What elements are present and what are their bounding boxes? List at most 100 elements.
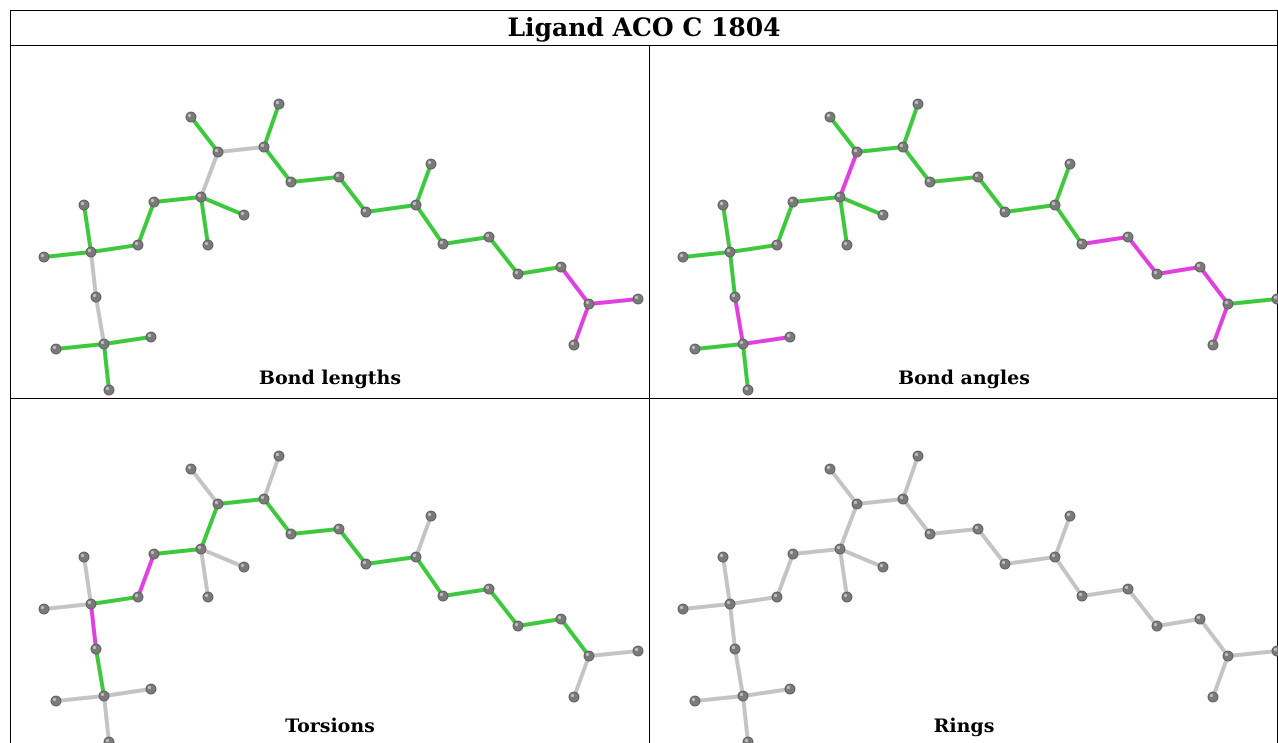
atom-highlight [412,201,417,206]
atom-highlight [1124,233,1129,238]
atom [1049,199,1061,211]
atom-highlight [826,113,831,118]
atom [85,598,97,610]
bond [1155,265,1202,276]
atom-highlight [731,645,736,650]
atom-highlight [150,550,155,555]
bond [199,195,246,217]
bond [364,203,418,214]
bond [262,145,293,184]
bond [199,195,210,247]
atom [912,450,924,462]
atom [212,498,224,510]
bond [262,454,281,501]
atom [1194,261,1206,273]
atom [677,603,689,615]
atom [999,558,1011,570]
atom [1194,613,1206,625]
atom-highlight [853,500,858,505]
bond [189,467,220,506]
atom-highlight [362,560,367,565]
atom-highlight [100,692,105,697]
bond [136,552,156,599]
bond [838,195,885,217]
bond [1198,617,1230,658]
bond [1211,302,1230,347]
bond [82,555,93,606]
bond [1053,514,1072,559]
bond [102,687,153,698]
atom [729,643,741,655]
atom-highlight [439,592,444,597]
atom [90,643,102,655]
atom-highlight [87,600,92,605]
atom-highlight [92,645,97,650]
atom-highlight [134,241,139,246]
atom [897,493,909,505]
atom [834,191,846,203]
atom-highlight [773,241,778,246]
panel-rings: Rings [650,399,1278,743]
bond [1003,555,1057,566]
bond [414,555,445,598]
atom-highlight [240,211,245,216]
bond [516,265,563,276]
atom [78,551,90,563]
bond [728,602,737,651]
bond [838,502,859,551]
bond [838,547,849,599]
atom [632,293,644,305]
atom [410,199,422,211]
bond [855,145,905,154]
atom-highlight [1273,295,1278,300]
atom-highlight [197,545,202,550]
bond [42,602,93,611]
bond [102,694,111,743]
atom-highlight [260,143,265,148]
atom-highlight [1001,208,1006,213]
atom [841,591,853,603]
atom [583,650,595,662]
atom [877,209,889,221]
atom [50,343,62,355]
atom-highlight [485,233,490,238]
atom-highlight [335,173,340,178]
bond [1226,649,1278,658]
atom [717,551,729,563]
atom [98,690,110,702]
bond [189,115,220,154]
atom [771,591,783,603]
atom [717,199,729,211]
atom-highlight [899,143,904,148]
bond [728,595,779,606]
atom-highlight [52,345,57,350]
atom-highlight [514,622,519,627]
atom [258,141,270,153]
bond [89,243,140,254]
atom [132,239,144,251]
bond [54,694,106,703]
atom-highlight [744,386,749,391]
atom-highlight [853,148,858,153]
atom [1122,583,1134,595]
atom-highlight [1066,512,1071,517]
atom-highlight [214,148,219,153]
bond [1003,203,1057,214]
atom [202,591,214,603]
bond [199,150,220,199]
bond [89,250,98,299]
atom [185,463,197,475]
atom-highlight [1078,592,1083,597]
atom [483,231,495,243]
bond [559,617,591,658]
atom [568,691,580,703]
atom [771,239,783,251]
atom [824,463,836,475]
bond [693,694,745,703]
bond [733,295,745,346]
atom-highlight [739,340,744,345]
bond [901,454,920,501]
bond [828,467,859,506]
atom [784,331,796,343]
bond [572,302,591,347]
